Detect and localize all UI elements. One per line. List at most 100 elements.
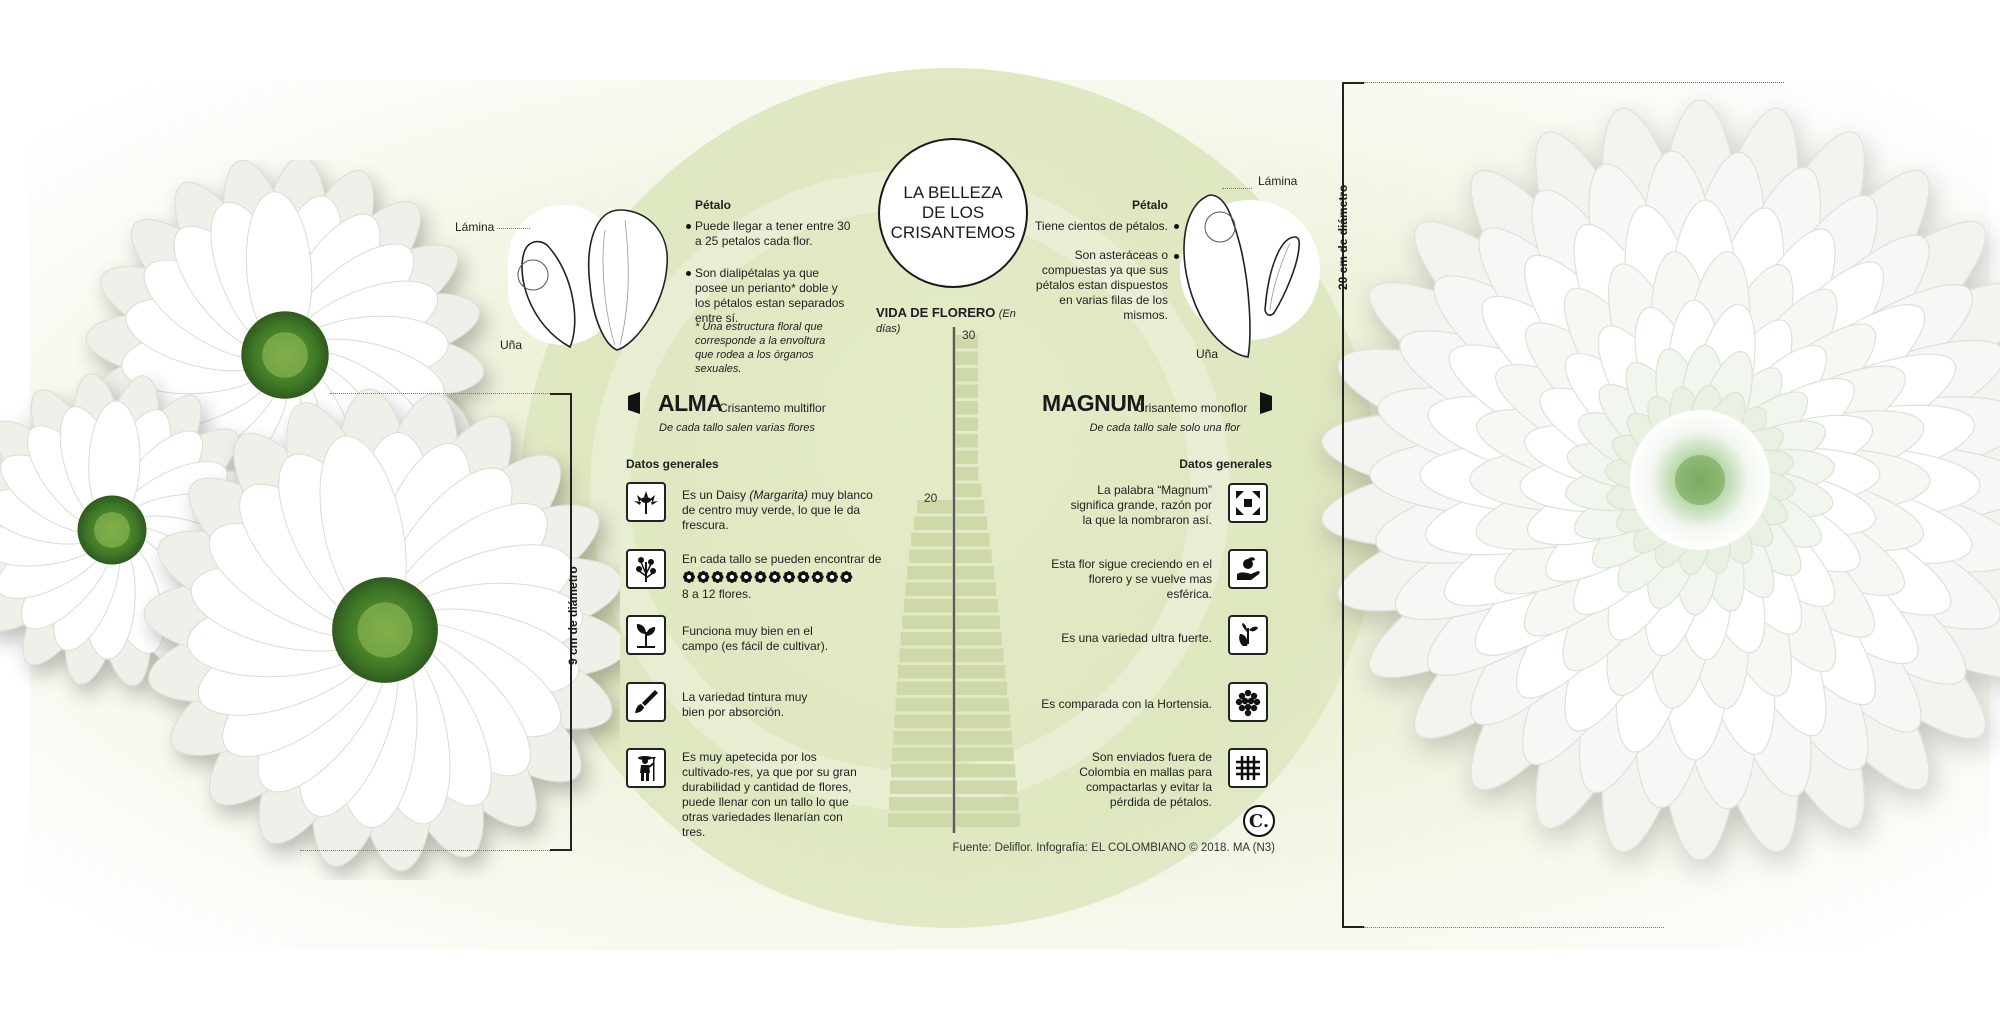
magnum-diameter-cap-top <box>1344 82 1364 84</box>
magnum-day-bar <box>956 351 978 365</box>
magnum-day-bar <box>956 450 978 464</box>
flower-count-icon <box>754 571 767 583</box>
vase-tick-30: 30 <box>962 328 976 342</box>
magnum-day-bar <box>956 401 978 415</box>
magnum-fact-2: Esta flor sigue creciendo en el florero … <box>1051 557 1212 601</box>
magnum-day-bar <box>956 648 1004 662</box>
alma-fact-2: En cada tallo se pueden encontrar de <box>682 552 882 566</box>
magnum-day-bar <box>956 632 1002 646</box>
alma-diameter-cap-top <box>550 393 570 395</box>
left-petal-bullet-2: Son dialipétalas ya que posee un periant… <box>695 266 845 325</box>
right-petal-bullet-2: Son asteráceas o compuestas ya que sus p… <box>1035 248 1168 322</box>
right-lamina-label: Lámina <box>1258 174 1298 188</box>
hydrangea-icon <box>1228 682 1268 722</box>
magnum-fact-1: La palabra “Magnum” significa grande, ra… <box>1070 483 1212 527</box>
alma-fact-5: Es muy apetecida por los cultivado-res, … <box>682 750 857 839</box>
flower-count-icon <box>683 571 695 583</box>
flower-count-icon <box>768 571 781 583</box>
alma-diameter-label: 9 cm de diámetro <box>566 566 580 665</box>
magnum-day-bar <box>956 599 998 613</box>
magnum-name: MAGNUM <box>1042 390 1146 416</box>
strong-plant-icon <box>1228 615 1268 655</box>
flower-count-icon <box>783 571 796 583</box>
multiflower-icon <box>626 549 666 589</box>
magnum-day-bar <box>956 714 1011 728</box>
alma-day-bar <box>889 797 952 811</box>
flower-count-icon <box>797 571 810 583</box>
magnum-day-bar <box>956 615 1000 629</box>
magnum-day-bar <box>956 747 1014 761</box>
alma-day-bar <box>900 632 952 646</box>
vase-life-unit: (En días) <box>876 308 1016 335</box>
magnum-day-bar <box>956 665 1006 679</box>
magnum-day-bar <box>956 566 994 580</box>
right-bullet-1-dot <box>1174 224 1179 229</box>
right-petal-drawing <box>1183 194 1301 358</box>
el-colombiano-logo: C. <box>1243 805 1275 837</box>
alma-fact-1-italic: (Margarita) <box>749 488 809 502</box>
alma-day-bar <box>909 549 952 563</box>
magnum-day-bar <box>956 368 978 382</box>
daisy-icon <box>626 482 666 522</box>
expand-icon <box>1228 483 1268 523</box>
right-bullet-2-dot <box>1174 254 1179 259</box>
magnum-general-heading: Datos generales <box>1179 457 1272 471</box>
magnum-type: Crisantemo monoflor <box>1136 401 1248 415</box>
magnum-day-bar <box>956 335 978 349</box>
alma-diameter-line <box>570 393 572 851</box>
magnum-day-bar <box>956 500 985 514</box>
alma-fact-1-a: Es un Daisy <box>682 488 750 502</box>
left-una-label: Uña <box>500 338 523 352</box>
hand-plant-icon <box>1228 549 1268 589</box>
chrysanthemum-flower-image <box>1321 99 2000 861</box>
source-credit: Fuente: Deliflor. Infografía: EL COLOMBI… <box>952 842 1275 854</box>
magnum-day-bar <box>956 813 1020 827</box>
right-petal-heading: Pétalo <box>1131 198 1168 212</box>
alma-day-bar <box>917 500 952 514</box>
magnum-day-bar <box>956 384 978 398</box>
magnum-day-bar <box>956 467 979 481</box>
magnum-day-bar <box>956 780 1017 794</box>
magnum-day-bar <box>956 516 988 530</box>
alma-type: Crisantemo multiflor <box>719 401 826 415</box>
mesh-icon <box>1228 748 1268 788</box>
alma-arrow-icon <box>628 392 640 414</box>
alma-fact-1: Es un Daisy (Margarita) muy blanco de ce… <box>682 488 882 533</box>
magnum-day-bar <box>956 533 990 547</box>
vase-tick-20: 20 <box>924 491 938 505</box>
alma-day-bar <box>902 615 952 629</box>
alma-fact-4: La variedad tintura muy bien por absorci… <box>682 690 808 719</box>
title-line-1: LA BELLEZA <box>903 183 1003 202</box>
magnum-day-bar <box>956 764 1016 778</box>
farmer-icon <box>626 748 666 788</box>
alma-general-heading: Datos generales <box>626 457 719 471</box>
sprout-icon <box>626 615 666 655</box>
alma-day-bar <box>911 533 952 547</box>
magnum-day-bar <box>956 731 1013 745</box>
right-una-label: Uña <box>1196 347 1219 361</box>
brush-icon <box>626 682 666 722</box>
magnum-diameter-leader-top <box>1364 82 1784 83</box>
vase-life-heading: VIDA DE FLORERO (En días) <box>876 305 1026 336</box>
magnum-day-bar <box>956 434 978 448</box>
alma-fact-1-b: muy blanco de centro muy verde, lo que l… <box>682 488 873 532</box>
flower-count-icon <box>725 571 738 583</box>
left-lamina-label: Lámina <box>455 220 495 234</box>
daisy-flowers-image <box>0 160 620 872</box>
alma-day-bar <box>892 747 952 761</box>
alma-diameter-leader-bottom <box>300 850 550 851</box>
right-petal-bullet-1: Tiene cientos de pétalos. <box>1035 219 1168 233</box>
left-lamina-leader <box>497 228 530 229</box>
alma-day-bar <box>899 648 952 662</box>
alma-day-bar <box>907 566 952 580</box>
alma-day-bar <box>905 582 952 596</box>
alma-day-bar <box>913 516 952 530</box>
left-bullet-1-dot <box>686 224 691 229</box>
alma-day-bar <box>898 665 952 679</box>
alma-day-bar <box>896 681 952 695</box>
right-lamina-leader <box>1222 188 1252 189</box>
magnum-diameter-cap-bottom <box>1344 926 1364 928</box>
alma-day-bar <box>890 780 952 794</box>
alma-day-bar <box>888 813 952 827</box>
alma-diameter-cap-bottom <box>550 849 570 851</box>
